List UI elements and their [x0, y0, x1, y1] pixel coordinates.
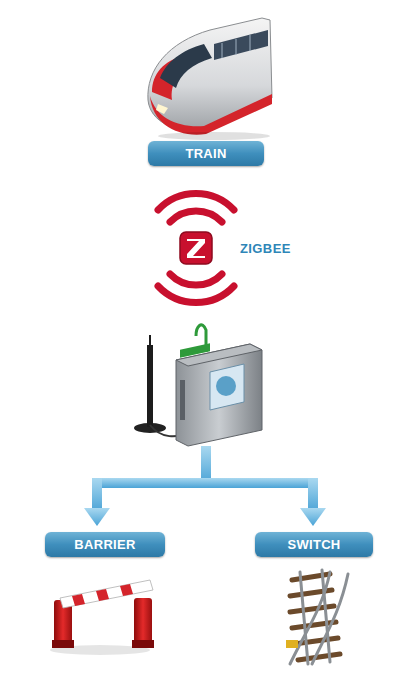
- fork-arrow: [84, 446, 326, 526]
- band-text: TRAIN: [185, 146, 226, 161]
- zigbee-icon: [158, 193, 234, 302]
- barrier-illustration: [50, 580, 154, 655]
- band-text: SWITCH: [287, 537, 340, 552]
- device-illustration: [134, 325, 262, 446]
- label-band: BARRIER: [45, 532, 165, 557]
- band-text: BARRIER: [74, 537, 135, 552]
- label-band: SWITCH: [255, 532, 373, 557]
- protocol-label: ZIGBEE: [240, 241, 291, 256]
- label-band: TRAIN: [148, 141, 264, 166]
- train-illustration: [148, 18, 272, 140]
- switch-illustration: [286, 570, 348, 664]
